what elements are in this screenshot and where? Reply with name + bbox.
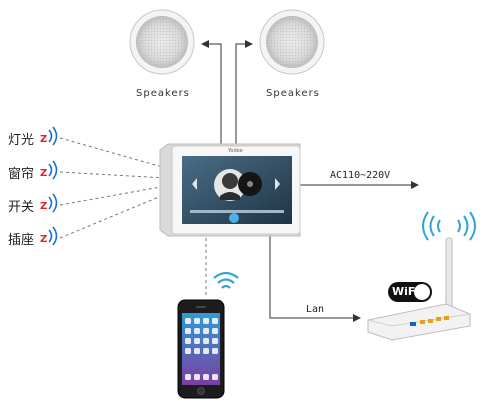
wifi-badge — [388, 282, 432, 302]
ceiling-speaker-left — [129, 9, 195, 75]
speaker-label-left: Speakers — [136, 88, 190, 99]
lan-label: Lan — [306, 304, 325, 315]
phone-wifi-signal-icon — [213, 271, 239, 289]
zwave-signal-icon: Z — [40, 193, 58, 213]
device-label-curtains: 窗帘 — [8, 167, 35, 182]
zwave-signal-icon: Z — [40, 226, 58, 246]
svg-text:Z: Z — [40, 134, 47, 145]
smartphone — [177, 299, 225, 399]
router-wifi-signal-icon — [422, 211, 476, 241]
speaker-label-right: Speakers — [266, 88, 320, 99]
svg-text:Z: Z — [40, 201, 47, 212]
device-label-socket: 插座 — [8, 233, 35, 248]
zwave-signal-icon: Z — [40, 126, 58, 146]
smart-panel — [159, 143, 301, 237]
wifi-router — [367, 237, 471, 341]
zwave-signal-icon: Z — [40, 160, 58, 180]
svg-text:Z: Z — [40, 234, 47, 245]
lan-arrow — [269, 232, 361, 322]
speaker-arrows — [201, 40, 253, 148]
wifi-badge-text: WiFi — [392, 285, 420, 298]
panel-brand: Yodee — [228, 148, 243, 154]
device-label-lights: 灯光 — [8, 133, 35, 148]
zwave-dashed-links — [59, 137, 207, 298]
svg-text:Z: Z — [40, 168, 47, 179]
device-label-switch: 开关 — [8, 200, 35, 215]
ceiling-speaker-right — [259, 9, 325, 75]
power-label: AC110~220V — [330, 170, 391, 181]
